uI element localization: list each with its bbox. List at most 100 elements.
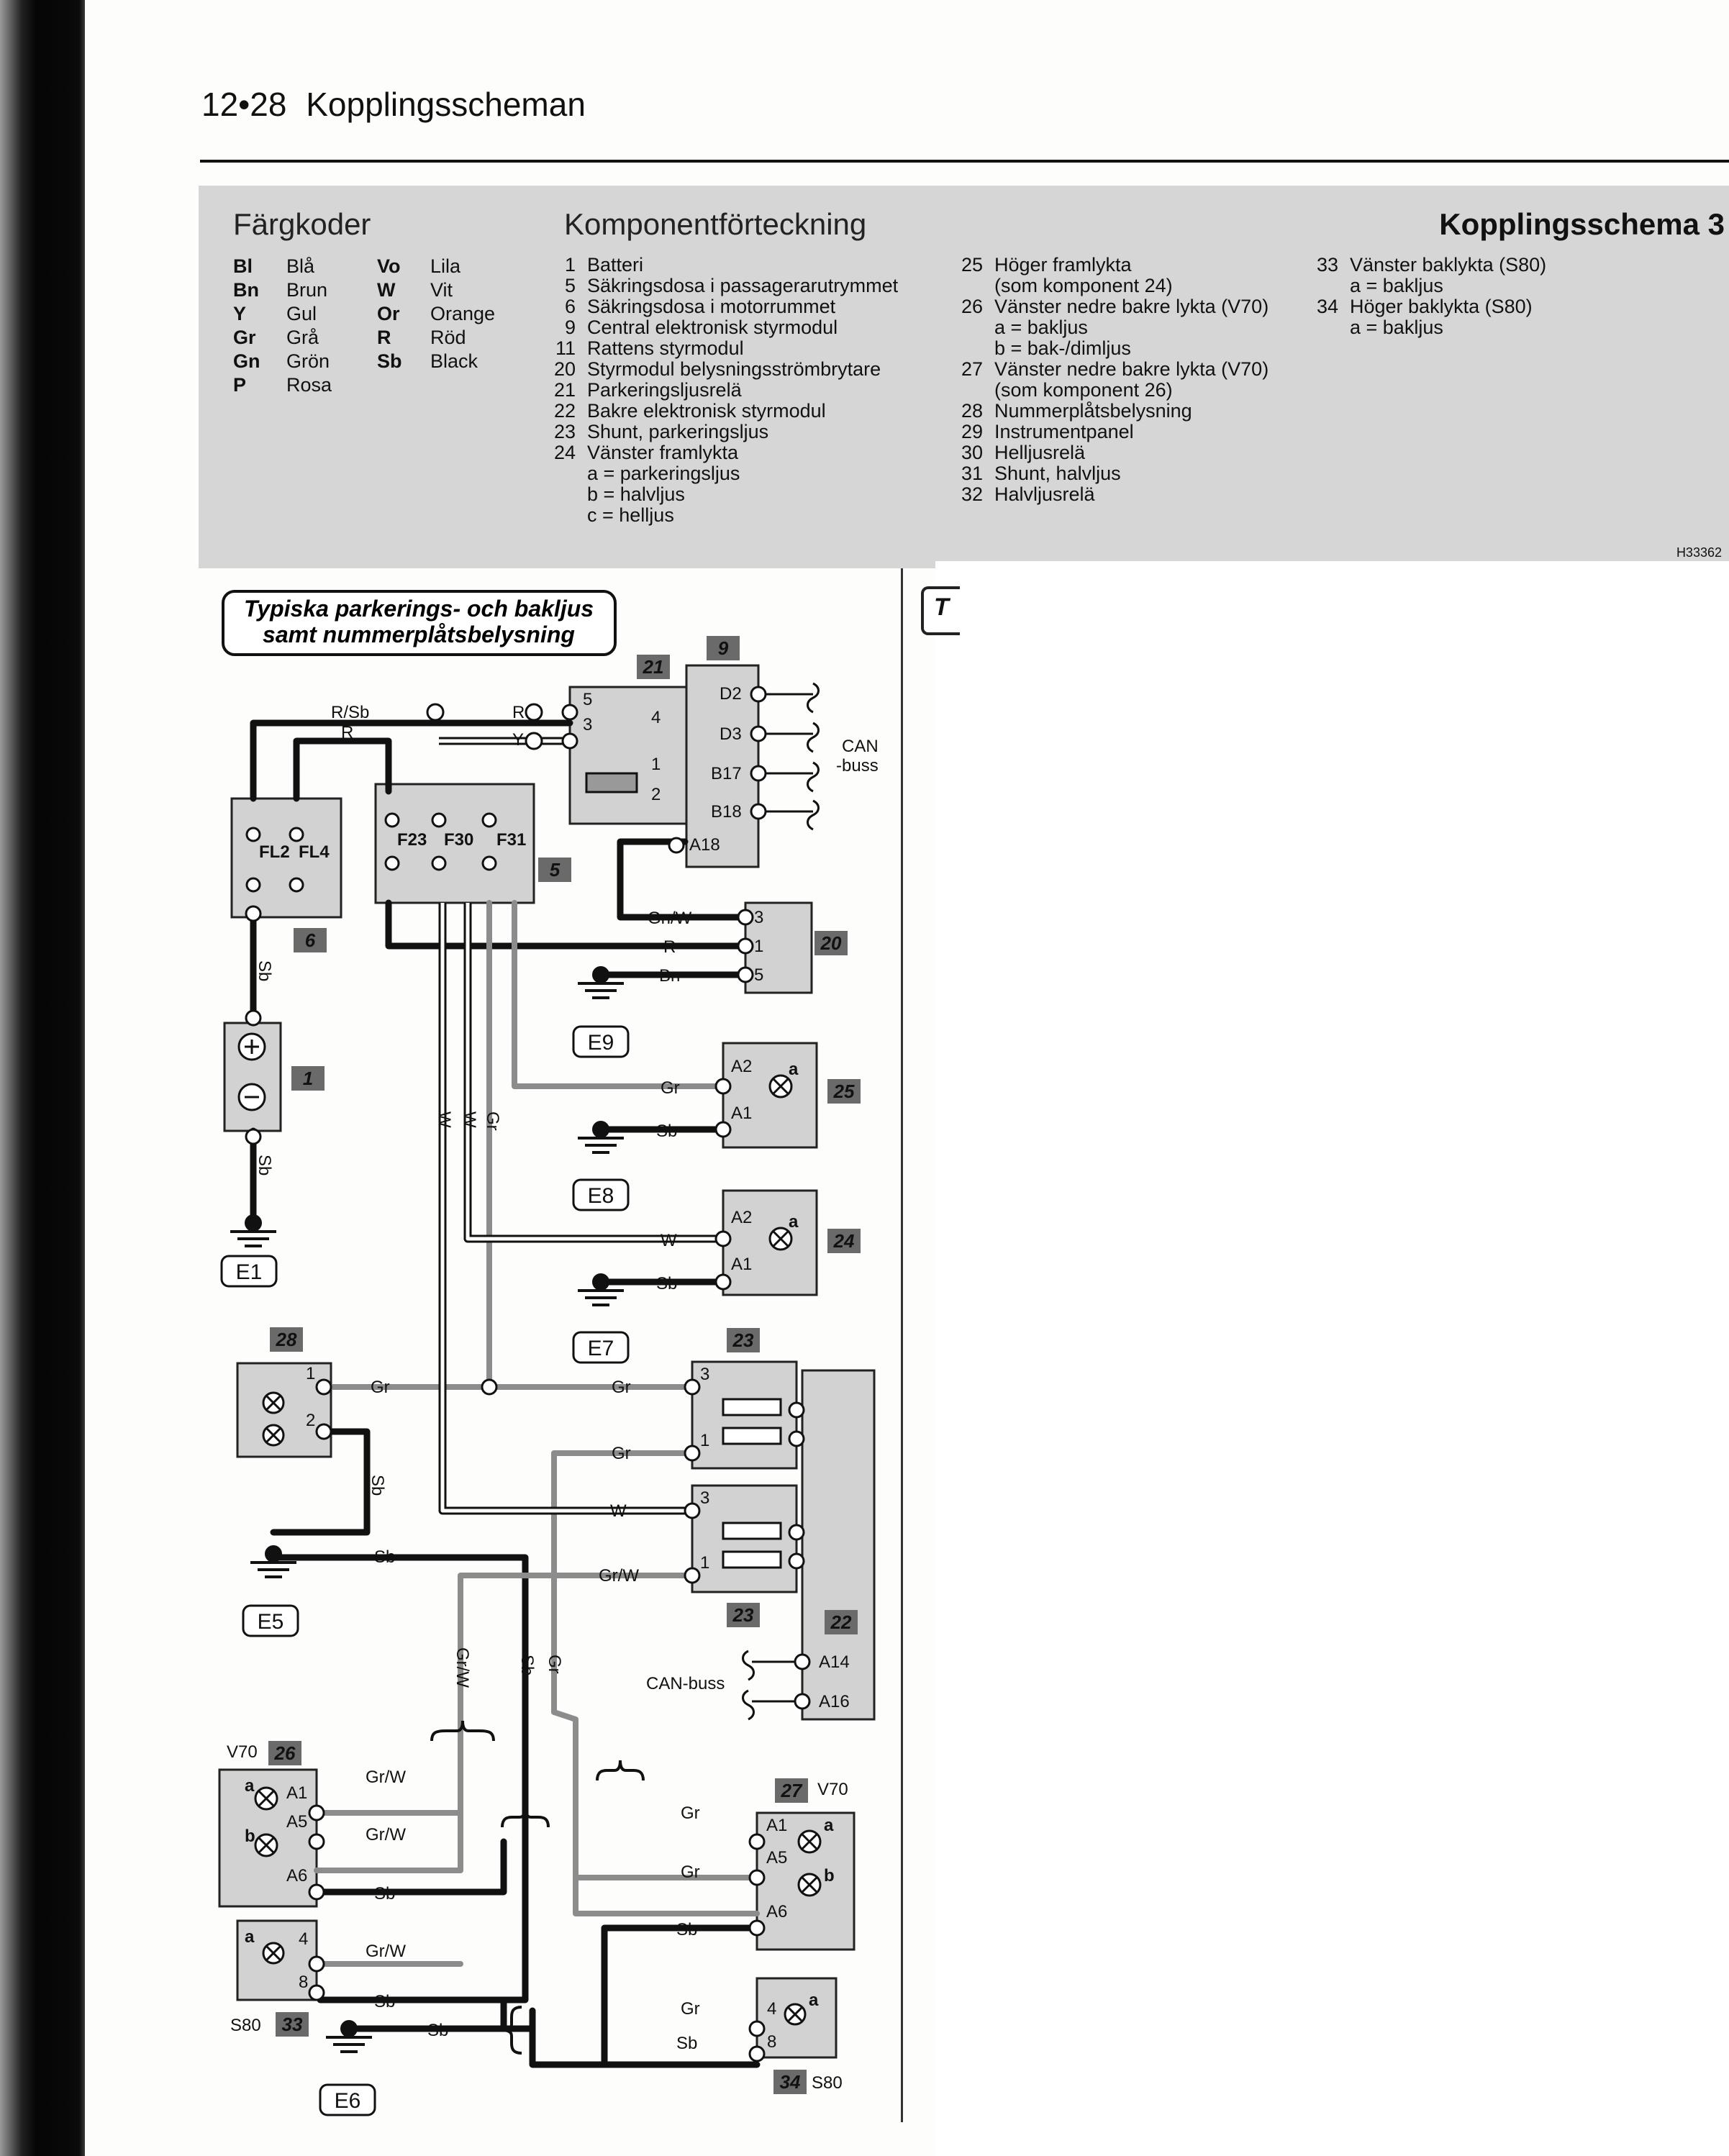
black-wires <box>250 719 761 2068</box>
white-wires-fill <box>439 739 723 1513</box>
component-number: 9 <box>564 317 576 338</box>
wire-label: Gr/W <box>366 1942 406 1961</box>
tag-27: 27 <box>781 1780 803 1801</box>
component-number: 30 <box>961 442 983 463</box>
component-entry: b = bak-/dimljus <box>951 338 1311 359</box>
color-code: R <box>377 327 391 348</box>
relay-pin: 3 <box>583 715 592 734</box>
wire-gn-w <box>617 838 749 921</box>
relay-pin: 4 <box>651 708 661 727</box>
switch-pin: 1 <box>754 937 763 956</box>
component-name: Rattens styrmodul <box>587 337 744 359</box>
wire-label: Sb <box>656 1122 677 1141</box>
color-code: Y <box>233 303 247 324</box>
component-name: Höger baklykta (S80) <box>1350 296 1533 317</box>
component-name: Vänster baklykta (S80) <box>1350 254 1547 276</box>
wire-sb-28 <box>270 1428 371 1536</box>
color-name: Röd <box>430 327 466 348</box>
battery-symbol <box>237 1032 266 1111</box>
wire-sb-34 <box>529 2007 761 2068</box>
wire-label: Sb <box>255 1155 274 1175</box>
color-name: Gul <box>286 303 317 324</box>
component-entry: (som komponent 26) <box>951 380 1311 401</box>
connector-dots <box>245 686 811 2062</box>
fuses <box>245 812 497 893</box>
component-number: 6 <box>564 296 576 317</box>
tag-24: 24 <box>833 1230 855 1252</box>
can-bus-squiggles <box>742 682 820 1721</box>
lamp-pin: A2 <box>731 1057 752 1076</box>
module9-pin: B17 <box>711 764 742 783</box>
tail-pin: 4 <box>299 1929 308 1949</box>
component-name: a = bakljus <box>1350 275 1443 296</box>
page-title: Kopplingsscheman <box>306 86 586 123</box>
component-name: Vänster nedre bakre lykta (V70) <box>994 296 1269 317</box>
component-entry: 6 Säkringsdosa i motorrummet <box>544 296 947 317</box>
wire-label: Gr <box>545 1655 564 1674</box>
wire-label: Gr <box>612 1444 631 1463</box>
component-name: Höger framlykta <box>994 254 1132 276</box>
fuse-box-6 <box>230 797 342 919</box>
lamp-pin: A1 <box>286 1783 307 1803</box>
wire-sb-26 <box>313 1838 507 1896</box>
plate-pin: 2 <box>306 1411 315 1430</box>
resistors <box>585 772 782 1569</box>
diagram-title-line1: Typiska parkerings- och bakljus <box>244 596 594 622</box>
wire-r-switch <box>385 899 749 950</box>
wire-label: Sb <box>676 1920 697 1939</box>
relay-pin: 2 <box>651 785 661 804</box>
component-number: 21 <box>553 379 576 401</box>
color-name: Blå <box>286 255 315 277</box>
component-name: Säkringsdosa i motorrummet <box>587 296 836 317</box>
tag-20: 20 <box>820 932 842 954</box>
component-number: 34 <box>1316 296 1338 317</box>
lamp-letter: b <box>824 1866 835 1886</box>
color-name: Black <box>430 350 478 372</box>
component-entry: a = parkeringsljus <box>544 463 947 484</box>
lamp-pin: A6 <box>286 1866 307 1886</box>
variant-label: S80 <box>230 2016 261 2035</box>
ground-label: E1 <box>236 1260 263 1284</box>
component-name: Styrmodul belysningsströmbrytare <box>587 358 881 380</box>
component-name: Shunt, halvljus <box>994 463 1121 484</box>
switch-pin: 3 <box>754 908 763 927</box>
color-code: Bn <box>233 279 259 301</box>
wire-label: Gr/W <box>366 1768 406 1787</box>
lamp-pin: A1 <box>766 1816 787 1835</box>
color-code: Vo <box>377 255 401 277</box>
lamp-pin: A1 <box>731 1104 752 1123</box>
shunt-pin: 3 <box>700 1488 709 1508</box>
tag-26: 26 <box>274 1742 296 1764</box>
color-name: Lila <box>430 255 461 277</box>
tag-9: 9 <box>718 637 729 659</box>
next-diagram-title-box: T <box>921 586 960 635</box>
component-number: 29 <box>961 421 983 442</box>
wire-label: Gr/W <box>453 1647 472 1688</box>
component-name: a = bakljus <box>994 317 1088 338</box>
wire-label: Gr/W <box>599 1566 639 1586</box>
wire-label: Gr <box>661 1078 680 1098</box>
next-diagram-title-fragment: T <box>934 593 949 621</box>
lamp-pin: A6 <box>766 1902 787 1921</box>
tag-5: 5 <box>550 859 561 881</box>
module9-pin: D3 <box>720 724 742 744</box>
fuse-label: F31 <box>496 830 526 850</box>
wire-label: W <box>610 1501 627 1521</box>
shunt-pin: 1 <box>700 1553 709 1573</box>
fuse-label: F23 <box>397 830 427 850</box>
drawing-code: H33362 <box>1676 545 1722 560</box>
tag-1: 1 <box>303 1068 313 1089</box>
column-divider <box>901 568 903 2122</box>
grey-wires <box>314 900 760 1967</box>
lamp-letter: a <box>245 1927 255 1947</box>
